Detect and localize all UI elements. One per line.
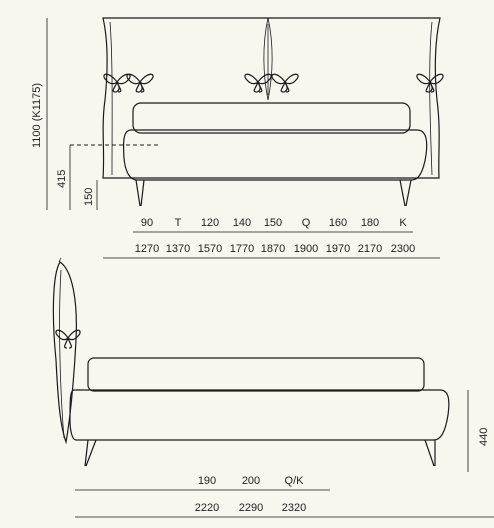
- headboard-fold-left: [109, 21, 113, 176]
- size-code-label: T: [175, 217, 182, 229]
- bow-left-icon: [103, 73, 131, 93]
- side-bed-base: [69, 389, 450, 441]
- front-height-label: 1100 (K1175): [31, 83, 43, 148]
- side-mattress: [87, 357, 425, 392]
- length-values-row: 2220 2290 2320: [195, 502, 306, 514]
- bow-center-right-icon: [271, 73, 299, 93]
- width-value-label: 1570: [198, 243, 222, 255]
- headboard-fold-right: [429, 21, 433, 176]
- bow-center-left-icon: [244, 73, 272, 93]
- size-codes-row: 90 T 120 140 150 Q 160 180 K: [141, 217, 407, 229]
- front-mattress: [132, 102, 411, 134]
- side-view: 440 190 200 Q/K 2220 2290 2320: [52, 257, 494, 518]
- leg-height-label: 150: [83, 188, 95, 206]
- size-code-label: Q: [302, 217, 311, 229]
- front-bed-base: [122, 129, 428, 181]
- size-code-label: 120: [201, 217, 219, 229]
- length-code-label: 200: [242, 475, 260, 487]
- size-code-label: 160: [329, 217, 347, 229]
- bow-right-icon: [416, 73, 444, 93]
- width-value-label: 2300: [391, 243, 415, 255]
- side-leg-left: [84, 439, 97, 467]
- width-values-row: 1270 1370 1570 1770 1870 1900 1970 2170 2300: [135, 243, 415, 255]
- seat-height-label: 415: [56, 170, 68, 188]
- size-code-label: 140: [233, 217, 251, 229]
- headboard-center-pleat: [263, 17, 273, 101]
- size-code-label: 90: [141, 217, 153, 229]
- width-value-label: 1970: [326, 243, 350, 255]
- side-height-label: 440: [478, 428, 490, 446]
- length-code-label: Q/K: [285, 475, 305, 487]
- side-headboard-inner: [59, 269, 65, 439]
- width-value-label: 1770: [230, 243, 254, 255]
- length-value-label: 2320: [282, 502, 306, 514]
- size-code-label: K: [399, 217, 407, 229]
- width-value-label: 1370: [166, 243, 190, 255]
- side-headboard: [52, 261, 77, 445]
- length-codes-row: 190 200 Q/K: [198, 475, 304, 487]
- length-value-label: 2290: [239, 502, 263, 514]
- size-code-label: 180: [361, 217, 379, 229]
- length-code-label: 190: [198, 475, 216, 487]
- length-value-label: 2220: [195, 502, 219, 514]
- width-value-label: 1870: [261, 243, 285, 255]
- bow-left2-icon: [126, 73, 154, 93]
- front-leg-left: [135, 179, 145, 207]
- side-leg-right: [424, 439, 436, 467]
- front-leg-right: [399, 179, 412, 207]
- width-value-label: 2170: [358, 243, 382, 255]
- width-value-label: 1270: [135, 243, 159, 255]
- bow-side-icon: [55, 329, 81, 349]
- width-value-label: 1900: [294, 243, 318, 255]
- side-headboard-cap: [58, 257, 62, 263]
- front-headboard: [102, 17, 441, 179]
- size-code-label: 150: [264, 217, 282, 229]
